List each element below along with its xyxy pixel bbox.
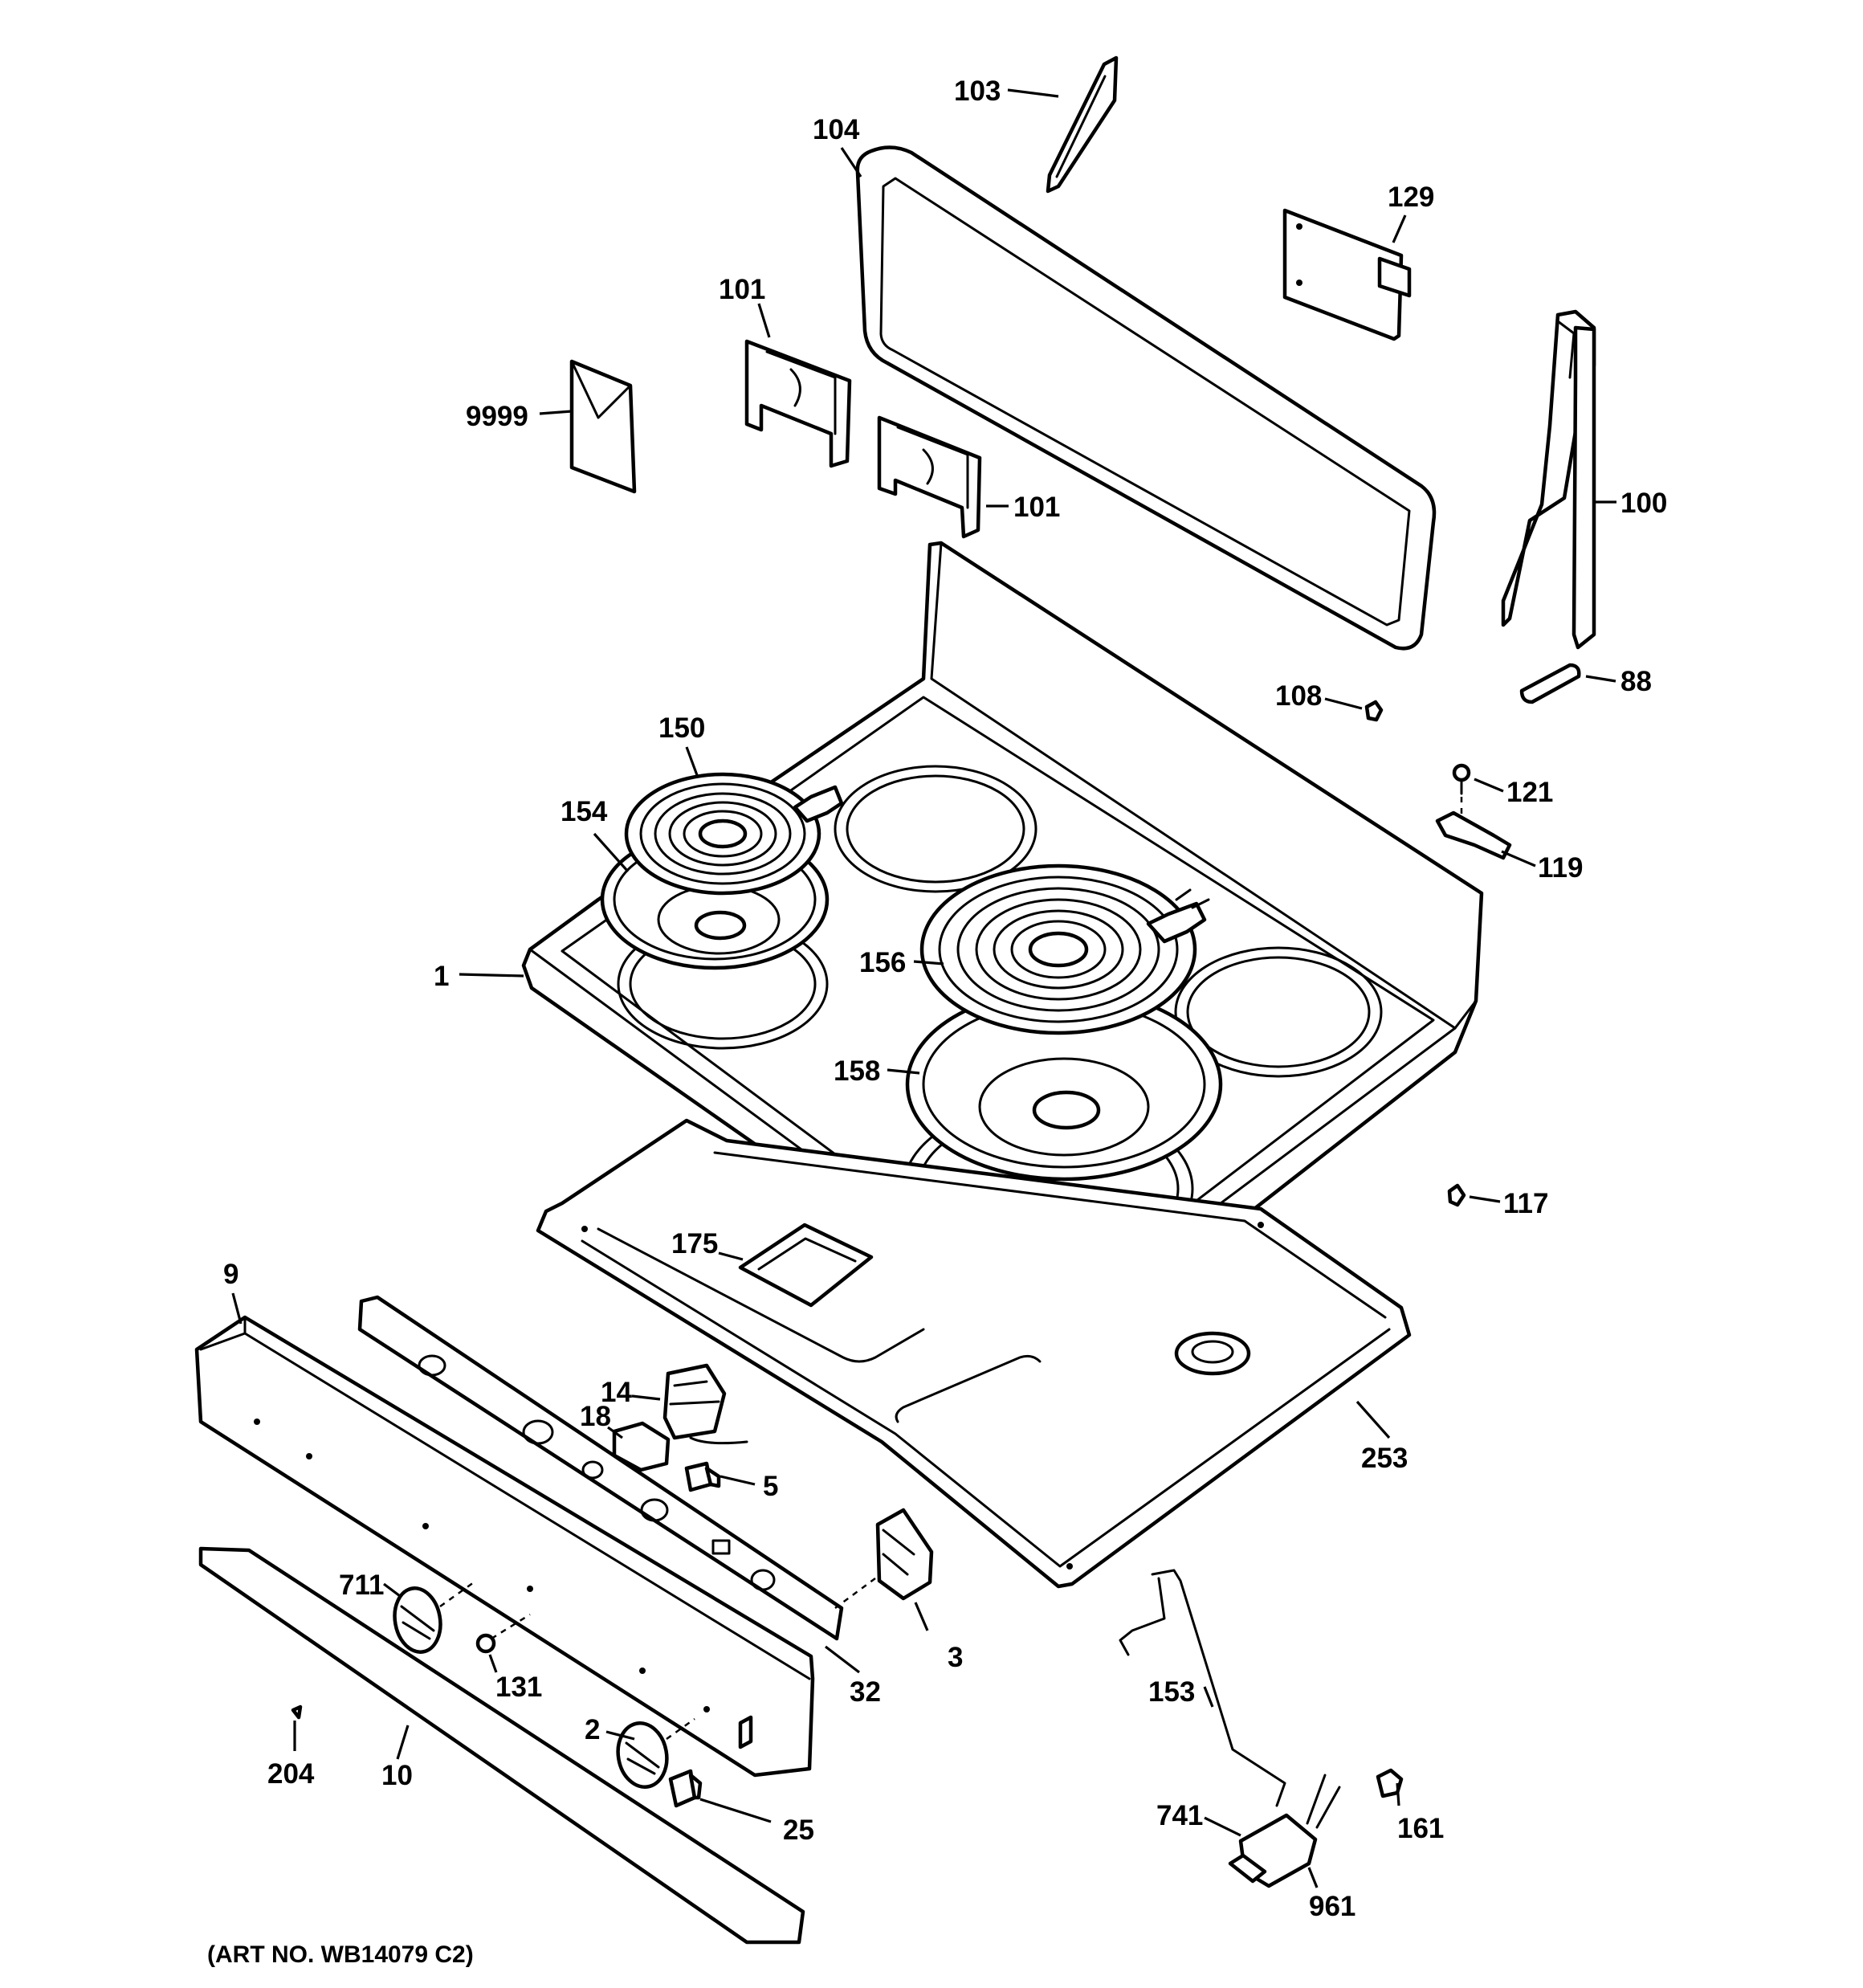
callout-3: 3 bbox=[948, 1642, 963, 1673]
part-161-fastener bbox=[1376, 1768, 1404, 1798]
callout-121: 121 bbox=[1506, 777, 1553, 808]
callout-175: 175 bbox=[671, 1228, 718, 1259]
callout-129: 129 bbox=[1388, 182, 1434, 213]
callout-161: 161 bbox=[1397, 1813, 1444, 1844]
part-10-trim-strip bbox=[198, 1546, 805, 1945]
callout-153: 153 bbox=[1148, 1676, 1195, 1708]
part-153-wire-harness bbox=[1119, 1569, 1286, 1807]
part-158-drip-pan-large bbox=[905, 987, 1223, 1182]
callout-961: 961 bbox=[1309, 1891, 1355, 1922]
part-25-switch bbox=[668, 1769, 703, 1808]
callout-25: 25 bbox=[783, 1815, 814, 1846]
callout-150: 150 bbox=[658, 712, 705, 744]
part-129-control-board bbox=[1282, 208, 1412, 341]
part-100-end-cap bbox=[1501, 309, 1596, 650]
part-9-control-panel bbox=[194, 1315, 815, 1778]
part-253-burner-box bbox=[536, 1118, 1412, 1589]
callout-9999: 9999 bbox=[466, 401, 528, 432]
part-103-trim-strip bbox=[1046, 55, 1119, 194]
part-101-bracket-b bbox=[877, 415, 982, 539]
part-5-light-switch bbox=[684, 1461, 721, 1492]
callout-108: 108 bbox=[1275, 680, 1322, 712]
callout-117: 117 bbox=[1503, 1188, 1548, 1219]
callout-2: 2 bbox=[585, 1714, 600, 1745]
part-3-infinite-switch bbox=[834, 1508, 934, 1610]
part-961-wire bbox=[1306, 1774, 1341, 1829]
callout-253: 253 bbox=[1361, 1443, 1408, 1474]
callout-741: 741 bbox=[1156, 1800, 1203, 1831]
part-14-switch bbox=[662, 1363, 748, 1445]
part-131-screw bbox=[475, 1613, 531, 1654]
callout-119: 119 bbox=[1538, 852, 1583, 884]
callout-32: 32 bbox=[850, 1676, 881, 1708]
part-32-control-strip bbox=[357, 1295, 844, 1641]
callout-labels: 103 104 129 101 101 9999 100 108 88 150 … bbox=[207, 76, 1667, 1968]
part-117-clip bbox=[1447, 1183, 1466, 1207]
callout-104: 104 bbox=[813, 114, 860, 145]
part-175-cover-plate bbox=[738, 1223, 874, 1308]
callout-158: 158 bbox=[834, 1055, 880, 1087]
callout-154: 154 bbox=[561, 796, 608, 827]
part-711-knob bbox=[393, 1581, 475, 1654]
callout-5: 5 bbox=[763, 1471, 778, 1502]
callout-101-a: 101 bbox=[719, 274, 765, 305]
callout-9: 9 bbox=[223, 1259, 238, 1290]
part-9999-literature-packet bbox=[569, 359, 637, 494]
part-119-hinge bbox=[1435, 810, 1512, 860]
part-204-screw bbox=[291, 1704, 303, 1720]
callout-131: 131 bbox=[495, 1672, 542, 1703]
part-18-indicator bbox=[612, 1421, 671, 1472]
callout-103: 103 bbox=[954, 76, 1001, 107]
part-156-surface-element-large bbox=[919, 863, 1210, 1035]
callout-10: 10 bbox=[381, 1760, 413, 1791]
callout-156: 156 bbox=[859, 947, 906, 978]
part-150-surface-element-small bbox=[624, 772, 844, 896]
part-101-bracket-a bbox=[744, 339, 852, 468]
part-741-switch bbox=[1228, 1813, 1318, 1888]
callout-14: 14 bbox=[601, 1377, 632, 1408]
part-108-clip bbox=[1364, 700, 1384, 722]
callout-18: 18 bbox=[580, 1401, 611, 1432]
art-number: (ART NO. WB14079 C2) bbox=[207, 1941, 474, 1968]
callout-101-b: 101 bbox=[1013, 492, 1060, 523]
part-88-pin bbox=[1519, 663, 1581, 704]
callout-1: 1 bbox=[434, 961, 449, 992]
leader-lines bbox=[231, 88, 1616, 1888]
callout-204: 204 bbox=[267, 1758, 315, 1790]
callout-711: 711 bbox=[339, 1570, 384, 1601]
callout-100: 100 bbox=[1620, 488, 1667, 519]
callout-88: 88 bbox=[1620, 666, 1652, 697]
